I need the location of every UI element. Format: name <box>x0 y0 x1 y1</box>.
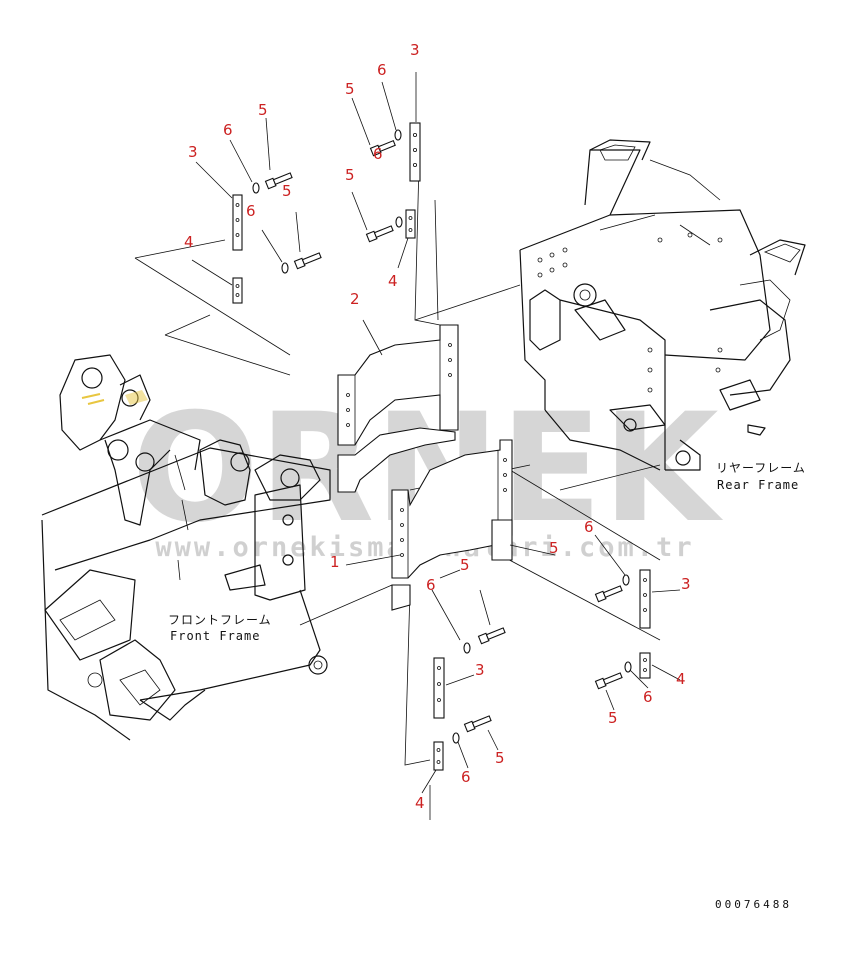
spacer-part-4-bottom <box>433 741 444 771</box>
assembly-lines <box>134 124 661 820</box>
washers-part-6 <box>252 129 632 744</box>
callout-6-right: 6 <box>584 518 594 536</box>
callout-3-center: 3 <box>475 661 485 679</box>
spacer-part-4-right <box>639 652 651 679</box>
bolt-part-5-mid <box>365 225 394 243</box>
spacer-part-4-mid <box>405 209 416 239</box>
plate-part-1 <box>391 439 513 611</box>
callout-6-upper-left: 6 <box>223 121 233 139</box>
frame-labels: リヤーフレーム Rear Frame フロントフレーム Front Frame <box>168 461 806 643</box>
callout-5-lower-right: 5 <box>608 709 618 727</box>
callout-4-bottom: 4 <box>415 794 425 812</box>
callout-5-top: 5 <box>345 80 355 98</box>
front-frame <box>41 354 331 741</box>
rear-frame <box>519 139 806 471</box>
callout-5-upper-left: 5 <box>258 101 268 119</box>
callout-6-mid-left: 6 <box>373 145 383 163</box>
callout-6-bottom: 6 <box>461 768 471 786</box>
callout-leaders <box>191 72 681 794</box>
callout-3-upper-left: 3 <box>188 143 198 161</box>
callout-5-mid: 5 <box>282 182 292 200</box>
spacer-part-4-upper-left <box>232 277 243 304</box>
callout-3-top: 3 <box>410 41 420 59</box>
bolt-part-5-bottom <box>463 715 492 733</box>
callout-4-upper-left: 4 <box>184 233 194 251</box>
callout-6-center: 6 <box>426 576 436 594</box>
bracket-part-3-right <box>639 569 651 629</box>
bracket-part-3-upper-left <box>232 194 243 251</box>
rear-frame-label-jp: リヤーフレーム <box>716 461 806 475</box>
callout-4-right: 4 <box>676 670 686 688</box>
bolt-part-5-right <box>594 585 623 603</box>
callouts: 3 6 5 5 6 3 5 6 5 6 4 4 2 1 6 5 3 5 6 3 … <box>184 41 691 812</box>
callout-6-mid: 6 <box>246 202 256 220</box>
callout-3-right: 3 <box>681 575 691 593</box>
document-number: 00076488 <box>715 898 792 911</box>
callout-5-center: 5 <box>460 556 470 574</box>
callout-1: 1 <box>330 553 340 571</box>
callout-5-right: 5 <box>549 539 559 557</box>
plate-part-2 <box>337 324 459 493</box>
callout-4-mid: 4 <box>388 272 398 290</box>
callout-6-top: 6 <box>377 61 387 79</box>
front-frame-label-en: Front Frame <box>170 629 260 643</box>
bolt-part-5-lower-right <box>594 672 623 690</box>
bolt-part-5-mid-left <box>293 252 322 270</box>
bracket-part-3-center <box>433 657 445 719</box>
bolt-part-5-upper-left <box>264 172 293 190</box>
bolt-part-5-top <box>369 139 396 157</box>
bracket-part-3-top <box>409 122 421 182</box>
callout-5-bottom: 5 <box>495 749 505 767</box>
callout-2: 2 <box>350 290 360 308</box>
front-frame-label-jp: フロントフレーム <box>168 613 272 627</box>
callout-5-mid-left: 5 <box>345 166 355 184</box>
callout-6-lower-right: 6 <box>643 688 653 706</box>
bolt-part-5-center <box>477 627 506 645</box>
rear-frame-label-en: Rear Frame <box>717 478 799 492</box>
